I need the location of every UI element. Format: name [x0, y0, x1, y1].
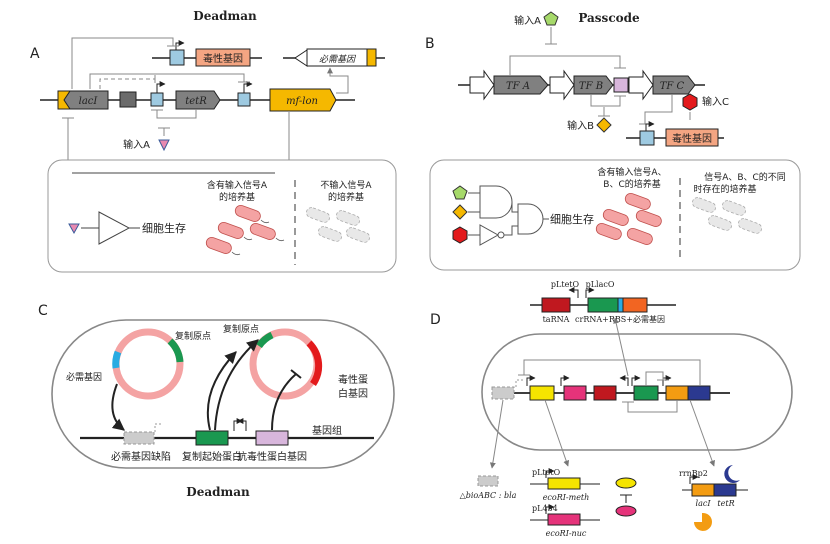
laci-gene: [63, 90, 109, 110]
rep-protein-gene: [195, 430, 229, 446]
with-input-a-line2: 的培养基: [219, 191, 255, 203]
antitoxin-label: 抗毒性蛋白基因: [237, 450, 307, 463]
panel-a-output-box: [47, 159, 397, 273]
ecori-nuc-label: ecoRI-nuc: [546, 529, 587, 538]
and-gate-1: [479, 185, 513, 219]
tetr-label: tetR: [185, 96, 207, 107]
with-input-a-line1: 含有输入信号A: [207, 179, 268, 191]
live-cells-b: [595, 193, 662, 245]
hexagon-icon: [682, 93, 698, 111]
diamond-icon: [596, 117, 612, 133]
toxin-gene-box-b: [665, 128, 719, 147]
pltet-top-label: pLtetO: [551, 280, 580, 289]
input-c-label: 输入C: [702, 95, 729, 108]
tf-c-gene: [652, 75, 696, 95]
panel-d: D pLtetO pLlacO taRNA crRNA+RBS+必需基因: [430, 280, 793, 538]
bioabc-label: △bioABC : bla: [460, 491, 517, 500]
tetr-label-d: tetR: [717, 499, 734, 508]
panel-c-title: Deadman: [186, 485, 250, 499]
mf-lon-label: mf-lon: [286, 96, 318, 107]
panel-a: A Deadman lacI tetR mf-lon 毒性基因 必需基因: [30, 9, 397, 273]
laci-label-d: lacI: [696, 499, 712, 508]
essential-gene-label: 必需基因: [319, 54, 357, 65]
ori-label-2: 复制原点: [223, 323, 259, 335]
toxin-label-c1: 毒性蛋: [338, 373, 368, 386]
without-input-a-line1: 不输入信号A: [320, 179, 372, 191]
tetr-protein-icon: [724, 465, 740, 483]
rrnbp2-label: rrnBp2: [679, 469, 708, 478]
tf-b-label: TF B: [579, 81, 603, 92]
survive-label-b: 细胞生存: [550, 212, 594, 226]
pentagon-icon: [543, 11, 559, 26]
panel-a-letter: A: [30, 46, 40, 62]
essential-gene-label-c: 必需基因: [66, 371, 102, 383]
input-a-label: 输入A: [123, 138, 150, 151]
cell-outline-c: [51, 319, 395, 469]
pl434-label: pL434: [532, 504, 558, 513]
panel-c: C 复制原点 复制原点 必需基因 毒性蛋 白基因 基因组 必需基因缺陷 复制起始…: [38, 303, 395, 499]
panel-b-letter: B: [425, 36, 435, 52]
defect-label: 必需基因缺陷: [111, 450, 171, 463]
without-input-b-line2: 时存在的培养基: [693, 183, 756, 195]
crrna-label: crRNA+RBS+必需基因: [575, 314, 665, 324]
antitoxin-gene: [255, 430, 289, 446]
toxin-gene-label-b: 毒性基因: [672, 132, 712, 145]
tetr-gene: [175, 90, 221, 110]
without-input-a-line2: 的培养基: [328, 191, 364, 203]
rep-protein-label: 复制起始蛋白: [182, 450, 242, 463]
toxin-label-c2: 白基因: [338, 387, 368, 400]
with-input-b-line2: B、C的培养基: [603, 178, 660, 190]
ecori-meth-label: ecoRI-meth: [543, 493, 590, 502]
panel-b: B Passcode 输入A TF A TF B TF C 输入B 输入C: [425, 11, 801, 271]
dead-cells-a: [306, 207, 370, 243]
and-gate-2: [517, 203, 544, 235]
dead-cells-b: [692, 197, 762, 234]
not-gate: [479, 224, 500, 246]
without-input-b-line1: 信号A、B、C的不同: [704, 171, 786, 183]
mf-lon-gene: [269, 88, 337, 112]
panel-a-title: Deadman: [193, 9, 257, 23]
panel-c-letter: C: [38, 303, 48, 319]
toxin-gene-box: [195, 48, 251, 67]
laci-protein-icon: [694, 512, 712, 531]
survive-label-a: 细胞生存: [142, 221, 186, 235]
ori-label-1: 复制原点: [175, 330, 211, 342]
with-input-b-line1: 含有输入信号A、: [597, 166, 666, 178]
tf-b-gene: [573, 75, 614, 95]
panel-b-title: Passcode: [578, 11, 640, 25]
genome-label: 基因组: [312, 424, 342, 437]
tf-a-label: TF A: [506, 81, 530, 92]
input-b-label: 输入B: [567, 119, 594, 132]
tarna-label: taRNA: [543, 315, 570, 324]
live-cells-a: [205, 205, 276, 254]
input-a-label-b: 输入A: [514, 14, 541, 27]
pllac-top-label: pLlacO: [586, 280, 615, 289]
laci-label: lacI: [79, 96, 99, 107]
tf-c-label: TF C: [660, 81, 685, 92]
panel-d-letter: D: [430, 312, 441, 328]
toxin-gene-label: 毒性基因: [203, 52, 243, 65]
tf-a-gene: [493, 75, 549, 95]
